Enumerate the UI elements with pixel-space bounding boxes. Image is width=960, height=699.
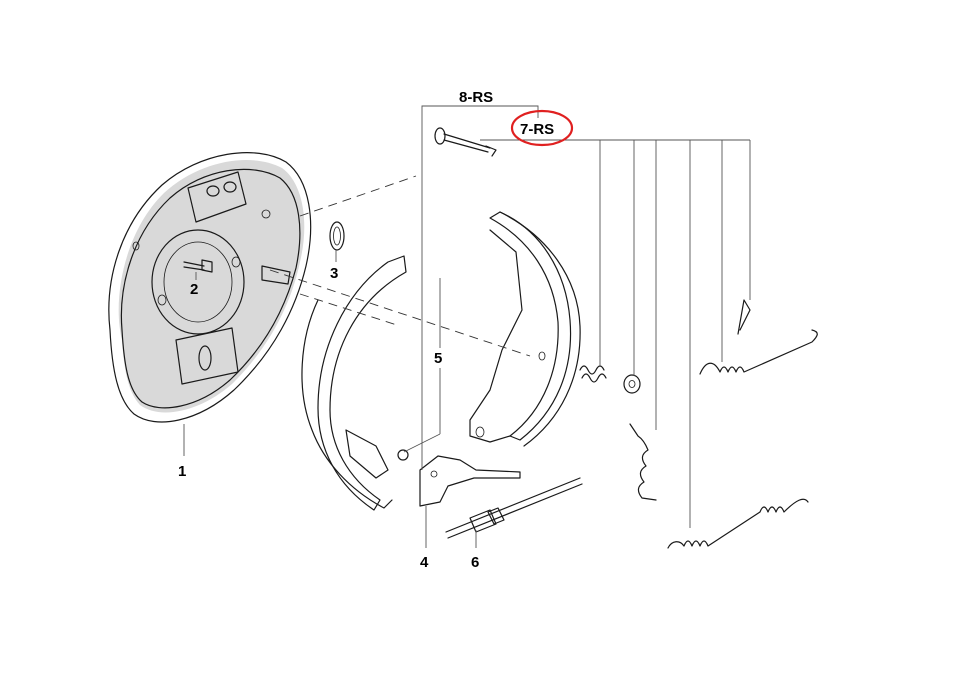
label-adjuster: 6 [471,554,479,571]
label-shoe: 5 [434,350,442,367]
retaining-pin-part [434,127,497,157]
label-backing-plate: 1 [178,463,186,480]
backing-plate-part [108,152,312,423]
label-shoe-set: 8-RS [459,89,493,106]
spring-parts [579,299,818,549]
label-hardware-kit: 7-RS [520,121,554,138]
label-grommet: 3 [330,265,338,282]
label-lever: 4 [420,554,429,571]
highlight-circle [510,109,574,147]
brake-shoe-front-part [301,255,409,511]
adjuster-part [445,477,583,539]
center-lines [269,175,531,357]
grommet-part [329,221,345,251]
bolt-part [183,259,213,273]
brake-shoe-rear-part [469,211,581,447]
label-bolt: 2 [190,281,198,298]
lever-part [419,455,521,507]
